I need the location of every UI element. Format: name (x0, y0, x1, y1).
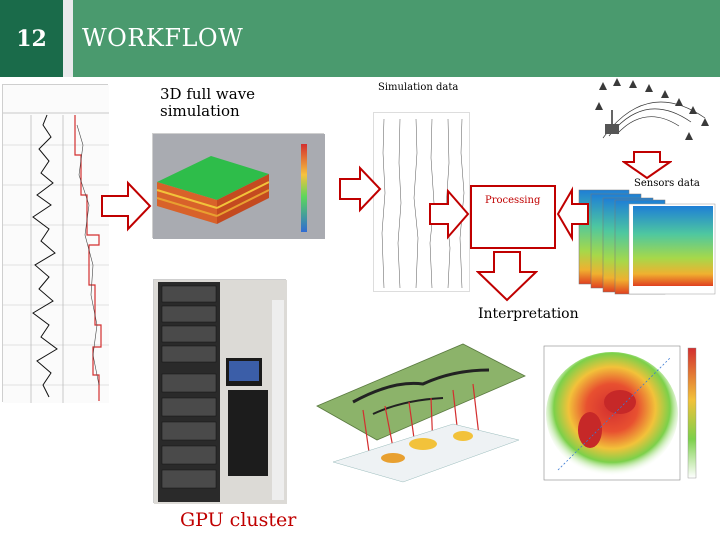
well-log-image (2, 84, 108, 402)
gpu-cluster-image (153, 279, 286, 503)
gpu-cluster-label: GPU cluster (180, 509, 296, 531)
interpretation-label: Interpretation (478, 306, 579, 322)
sensors-spectrogram-image (577, 186, 717, 296)
header-separator (63, 0, 73, 77)
arrow-down-icon (622, 150, 672, 180)
interpretation-heatmap-image (530, 342, 708, 490)
arrow-down-icon (476, 250, 538, 302)
arrow-right-icon (338, 165, 382, 213)
arrow-right-icon (100, 180, 152, 232)
interpretation-3d-image (313, 340, 531, 484)
simulation-label: 3D full wave simulation (160, 86, 255, 120)
slide-number: 12 (0, 0, 63, 77)
arrow-right-icon (428, 188, 470, 240)
processing-label: Processing (485, 195, 540, 206)
simulation-data-label: Simulation data (378, 82, 458, 93)
sensor-network-image (595, 74, 713, 154)
slide-title: WORKFLOW (82, 24, 243, 52)
arrow-left-icon (556, 186, 590, 242)
simulation-3d-image (152, 133, 324, 238)
